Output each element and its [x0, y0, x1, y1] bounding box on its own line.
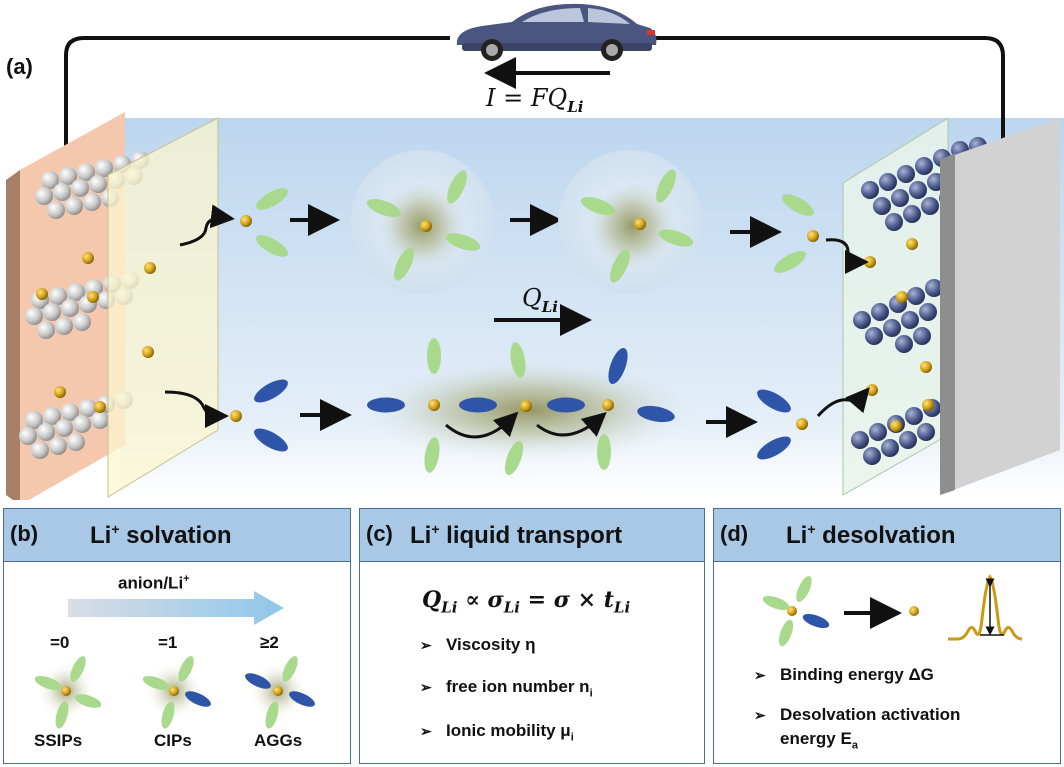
battery-diagram — [6, 3, 1064, 505]
panel-d-tag: (d) — [720, 521, 749, 546]
panel-c-header: (c) Li+ liquid transport — [360, 509, 704, 562]
panel-d-title: Li+ desolvation — [786, 521, 956, 549]
panel-a-tag: (a) — [6, 54, 33, 79]
bare-li-ion-icon — [909, 606, 919, 616]
panel-b-header: (b) Li+ solvation — [4, 509, 350, 562]
cathode-current-collector — [940, 118, 1060, 495]
solvation-species-icons — [34, 656, 315, 729]
bullet-free-ion-number: ➢free ion number ni — [420, 677, 593, 700]
panel-c-tag: (c) — [366, 521, 393, 546]
species-aggs: AGGs — [254, 731, 303, 750]
species-cips: CIPs — [154, 731, 192, 750]
ratio-2: ≥2 — [260, 633, 279, 652]
transport-equation: QLi ∝ σLi = σ × tLi — [422, 587, 631, 617]
ratio-0: =0 — [50, 633, 70, 652]
aggregate-cluster — [367, 338, 677, 478]
cip-icon — [142, 656, 211, 729]
external-circuit-wire — [64, 36, 1005, 150]
panel-c-transport: (c) Li+ liquid transport QLi ∝ σLi = σ ×… — [359, 508, 705, 764]
anode-side — [6, 170, 20, 505]
bullet-desolvation-activation: ➢Desolvation activation — [754, 705, 961, 724]
anode-interphase — [107, 117, 219, 498]
panel-b-tag: (b) — [10, 521, 39, 546]
panel-a-battery-schematic: (a) I = FQLi QLi — [6, 3, 1064, 505]
gradient-label: anion/Li+ — [118, 573, 190, 593]
bullet-energy-ea: energy Ea — [780, 729, 858, 752]
species-ssips: SSIPs — [34, 731, 83, 750]
ssip-icon — [34, 656, 102, 729]
anion-ratio-gradient-arrow — [68, 591, 284, 625]
panel-c-title: Li+ liquid transport — [410, 521, 623, 549]
panel-d-header: (d) Li+ desolvation — [714, 509, 1060, 562]
bullet-viscosity: ➢Viscosity η — [420, 635, 536, 654]
panel-b-solvation: (b) Li+ solvation anion/Li+ =0 =1 ≥2 — [3, 508, 351, 764]
current-equation: I = FQLi — [486, 84, 584, 116]
energy-barrier-icon — [948, 574, 1023, 641]
bullet-ionic-mobility: ➢Ionic mobility μi — [420, 721, 574, 744]
ratio-1: =1 — [158, 633, 178, 652]
flux-label: QLi — [522, 284, 558, 316]
solvated-li-ion-icon — [762, 576, 830, 647]
agg-icon — [245, 656, 315, 729]
desolvation-illustration — [762, 574, 1023, 647]
panel-b-title: Li+ solvation — [90, 521, 232, 549]
bullet-binding-energy: ➢Binding energy ΔG — [754, 665, 934, 684]
car-icon — [456, 3, 657, 61]
panel-d-desolvation: (d) Li+ desolvation ➢Binding energy ΔG ➢… — [713, 508, 1061, 764]
